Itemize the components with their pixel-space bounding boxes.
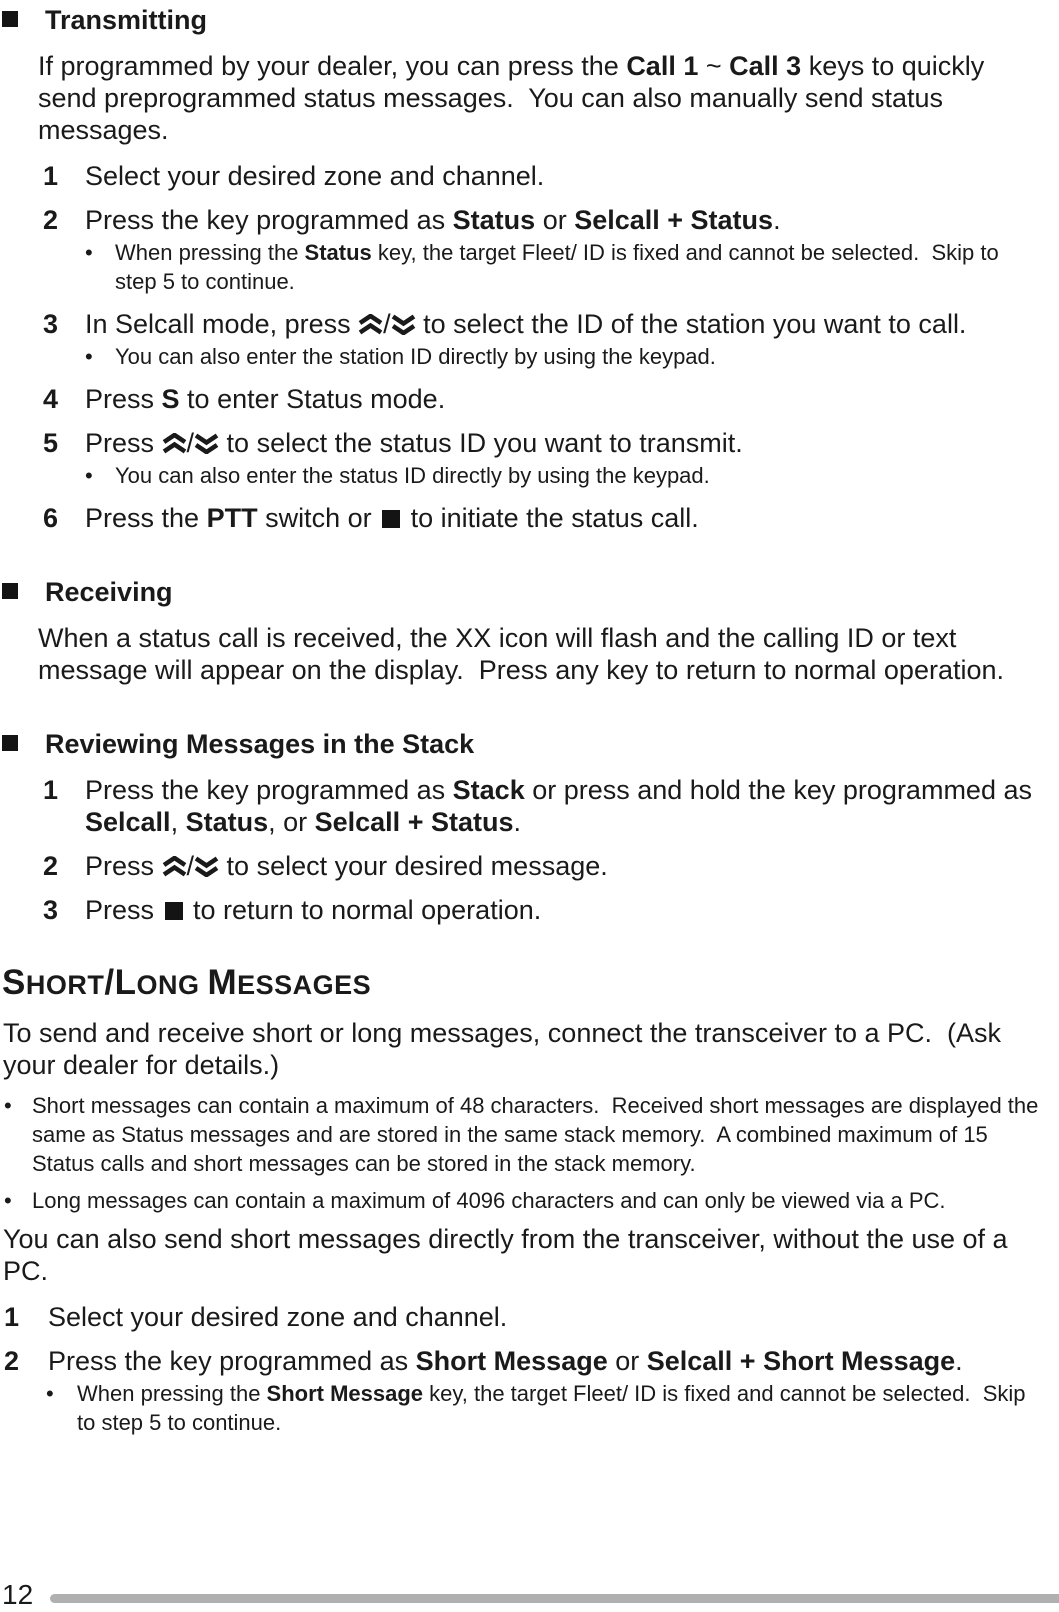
- square-key-icon: [382, 510, 401, 528]
- step-item: 2 Press the key programmed as Short Mess…: [0, 1345, 1039, 1377]
- step-text: Press the key programmed as Short Messag…: [48, 1346, 963, 1376]
- body-paragraph: You can also send short messages directl…: [3, 1224, 1008, 1286]
- scroll-down-icon: [194, 856, 219, 877]
- step-text: Press to return to normal operation.: [85, 895, 542, 925]
- bullet-icon: •: [46, 1381, 54, 1406]
- scroll-up-icon: [162, 856, 187, 877]
- bullet-item: • Short messages can contain a maximum o…: [4, 1091, 1039, 1178]
- step-item: 3 Press to return to normal operation.: [0, 894, 1039, 926]
- step-item: 6 Press the PTT switch or to initiate th…: [0, 502, 1039, 534]
- section-title: Transmitting: [45, 5, 208, 35]
- step-item: 2 Press the key programmed as Status or …: [0, 204, 1039, 236]
- step-number: 3: [43, 309, 59, 339]
- section-receiving: Receiving When a status call is received…: [0, 576, 1039, 686]
- sub-bullet-text: You can also enter the station ID direct…: [115, 344, 716, 369]
- sub-bullet-text: When pressing the Status key, the target…: [115, 240, 999, 294]
- step-number: 2: [43, 851, 59, 881]
- footer-bar: [50, 1594, 1059, 1603]
- bullet-text: Long messages can contain a maximum of 4…: [32, 1188, 946, 1213]
- section-header: Receiving: [2, 576, 1039, 608]
- section-square-icon: [2, 735, 18, 751]
- step-number: 2: [43, 205, 59, 235]
- body-paragraph: To send and receive short or long messag…: [3, 1018, 1001, 1080]
- step-text: Press / to select the status ID you want…: [85, 428, 743, 458]
- section-square-icon: [2, 583, 18, 599]
- section-title: Receiving: [45, 577, 173, 607]
- section-short-long-messages: SHORT/LONG MESSAGES To send and receive …: [0, 960, 1039, 1437]
- heading-short-long-messages: SHORT/LONG MESSAGES: [2, 963, 372, 1002]
- step-text: Press the PTT switch or to initiate the …: [85, 503, 699, 533]
- sub-bullet: • When pressing the Short Message key, t…: [46, 1379, 1039, 1437]
- scroll-down-icon: [194, 433, 219, 454]
- step-item: 4 Press S to enter Status mode.: [0, 383, 1039, 415]
- section-reviewing: Reviewing Messages in the Stack 1 Press …: [0, 728, 1039, 926]
- step-number: 1: [43, 775, 59, 805]
- step-number: 3: [43, 895, 59, 925]
- section-title: Reviewing Messages in the Stack: [45, 729, 475, 759]
- step-text: In Selcall mode, press / to select the I…: [85, 309, 967, 339]
- step-number: 1: [4, 1302, 20, 1332]
- sub-bullet-text: You can also enter the status ID directl…: [115, 463, 710, 488]
- bullet-icon: •: [85, 463, 93, 488]
- step-item: 1 Press the key programmed as Stack or p…: [0, 774, 1039, 838]
- bullet-text: Short messages can contain a maximum of …: [32, 1093, 1039, 1176]
- body-paragraph: When a status call is received, the XX i…: [38, 623, 1005, 685]
- sub-bullet: • You can also enter the station ID dire…: [85, 342, 1039, 371]
- section-transmitting: Transmitting If programmed by your deale…: [0, 4, 1039, 534]
- sub-bullet: • When pressing the Status key, the targ…: [85, 238, 1039, 296]
- step-number: 1: [43, 161, 59, 191]
- step-text: Select your desired zone and channel.: [48, 1302, 508, 1332]
- scroll-up-icon: [358, 314, 383, 335]
- square-key-icon: [164, 902, 183, 920]
- step-text: Press the key programmed as Status or Se…: [85, 205, 781, 235]
- step-text: Press / to select your desired message.: [85, 851, 608, 881]
- step-number: 5: [43, 428, 59, 458]
- bullet-icon: •: [4, 1093, 12, 1118]
- bullet-icon: •: [85, 344, 93, 369]
- page-number: 12: [2, 1579, 34, 1610]
- step-item: 3 In Selcall mode, press / to select the…: [0, 308, 1039, 340]
- step-item: 2 Press / to select your desired message…: [0, 850, 1039, 882]
- slash-separator: /: [383, 309, 391, 339]
- scroll-up-icon: [162, 433, 187, 454]
- step-text: Select your desired zone and channel.: [85, 161, 545, 191]
- step-number: 6: [43, 503, 59, 533]
- intro-paragraph: If programmed by your dealer, you can pr…: [38, 51, 985, 145]
- step-item: 5 Press / to select the status ID you wa…: [0, 427, 1039, 459]
- section-header: Transmitting: [2, 4, 1039, 36]
- step-text: Press S to enter Status mode.: [85, 384, 446, 414]
- bullet-icon: •: [4, 1188, 12, 1213]
- section-square-icon: [2, 11, 18, 27]
- step-text: Press the key programmed as Stack or pre…: [85, 775, 1032, 837]
- section-header: Reviewing Messages in the Stack: [2, 728, 1039, 760]
- step-number: 4: [43, 384, 59, 414]
- slash-separator: /: [186, 851, 195, 881]
- slash-separator: /: [186, 428, 195, 458]
- bullet-icon: •: [85, 240, 93, 265]
- sub-bullet-text: When pressing the Short Message key, the…: [77, 1381, 1026, 1435]
- step-number: 2: [4, 1346, 20, 1376]
- scroll-down-icon: [391, 314, 416, 335]
- step-item: 1 Select your desired zone and channel.: [0, 160, 1039, 192]
- bullet-item: • Long messages can contain a maximum of…: [4, 1186, 1039, 1215]
- step-item: 1 Select your desired zone and channel.: [0, 1301, 1039, 1333]
- sub-bullet: • You can also enter the status ID direc…: [85, 461, 1039, 490]
